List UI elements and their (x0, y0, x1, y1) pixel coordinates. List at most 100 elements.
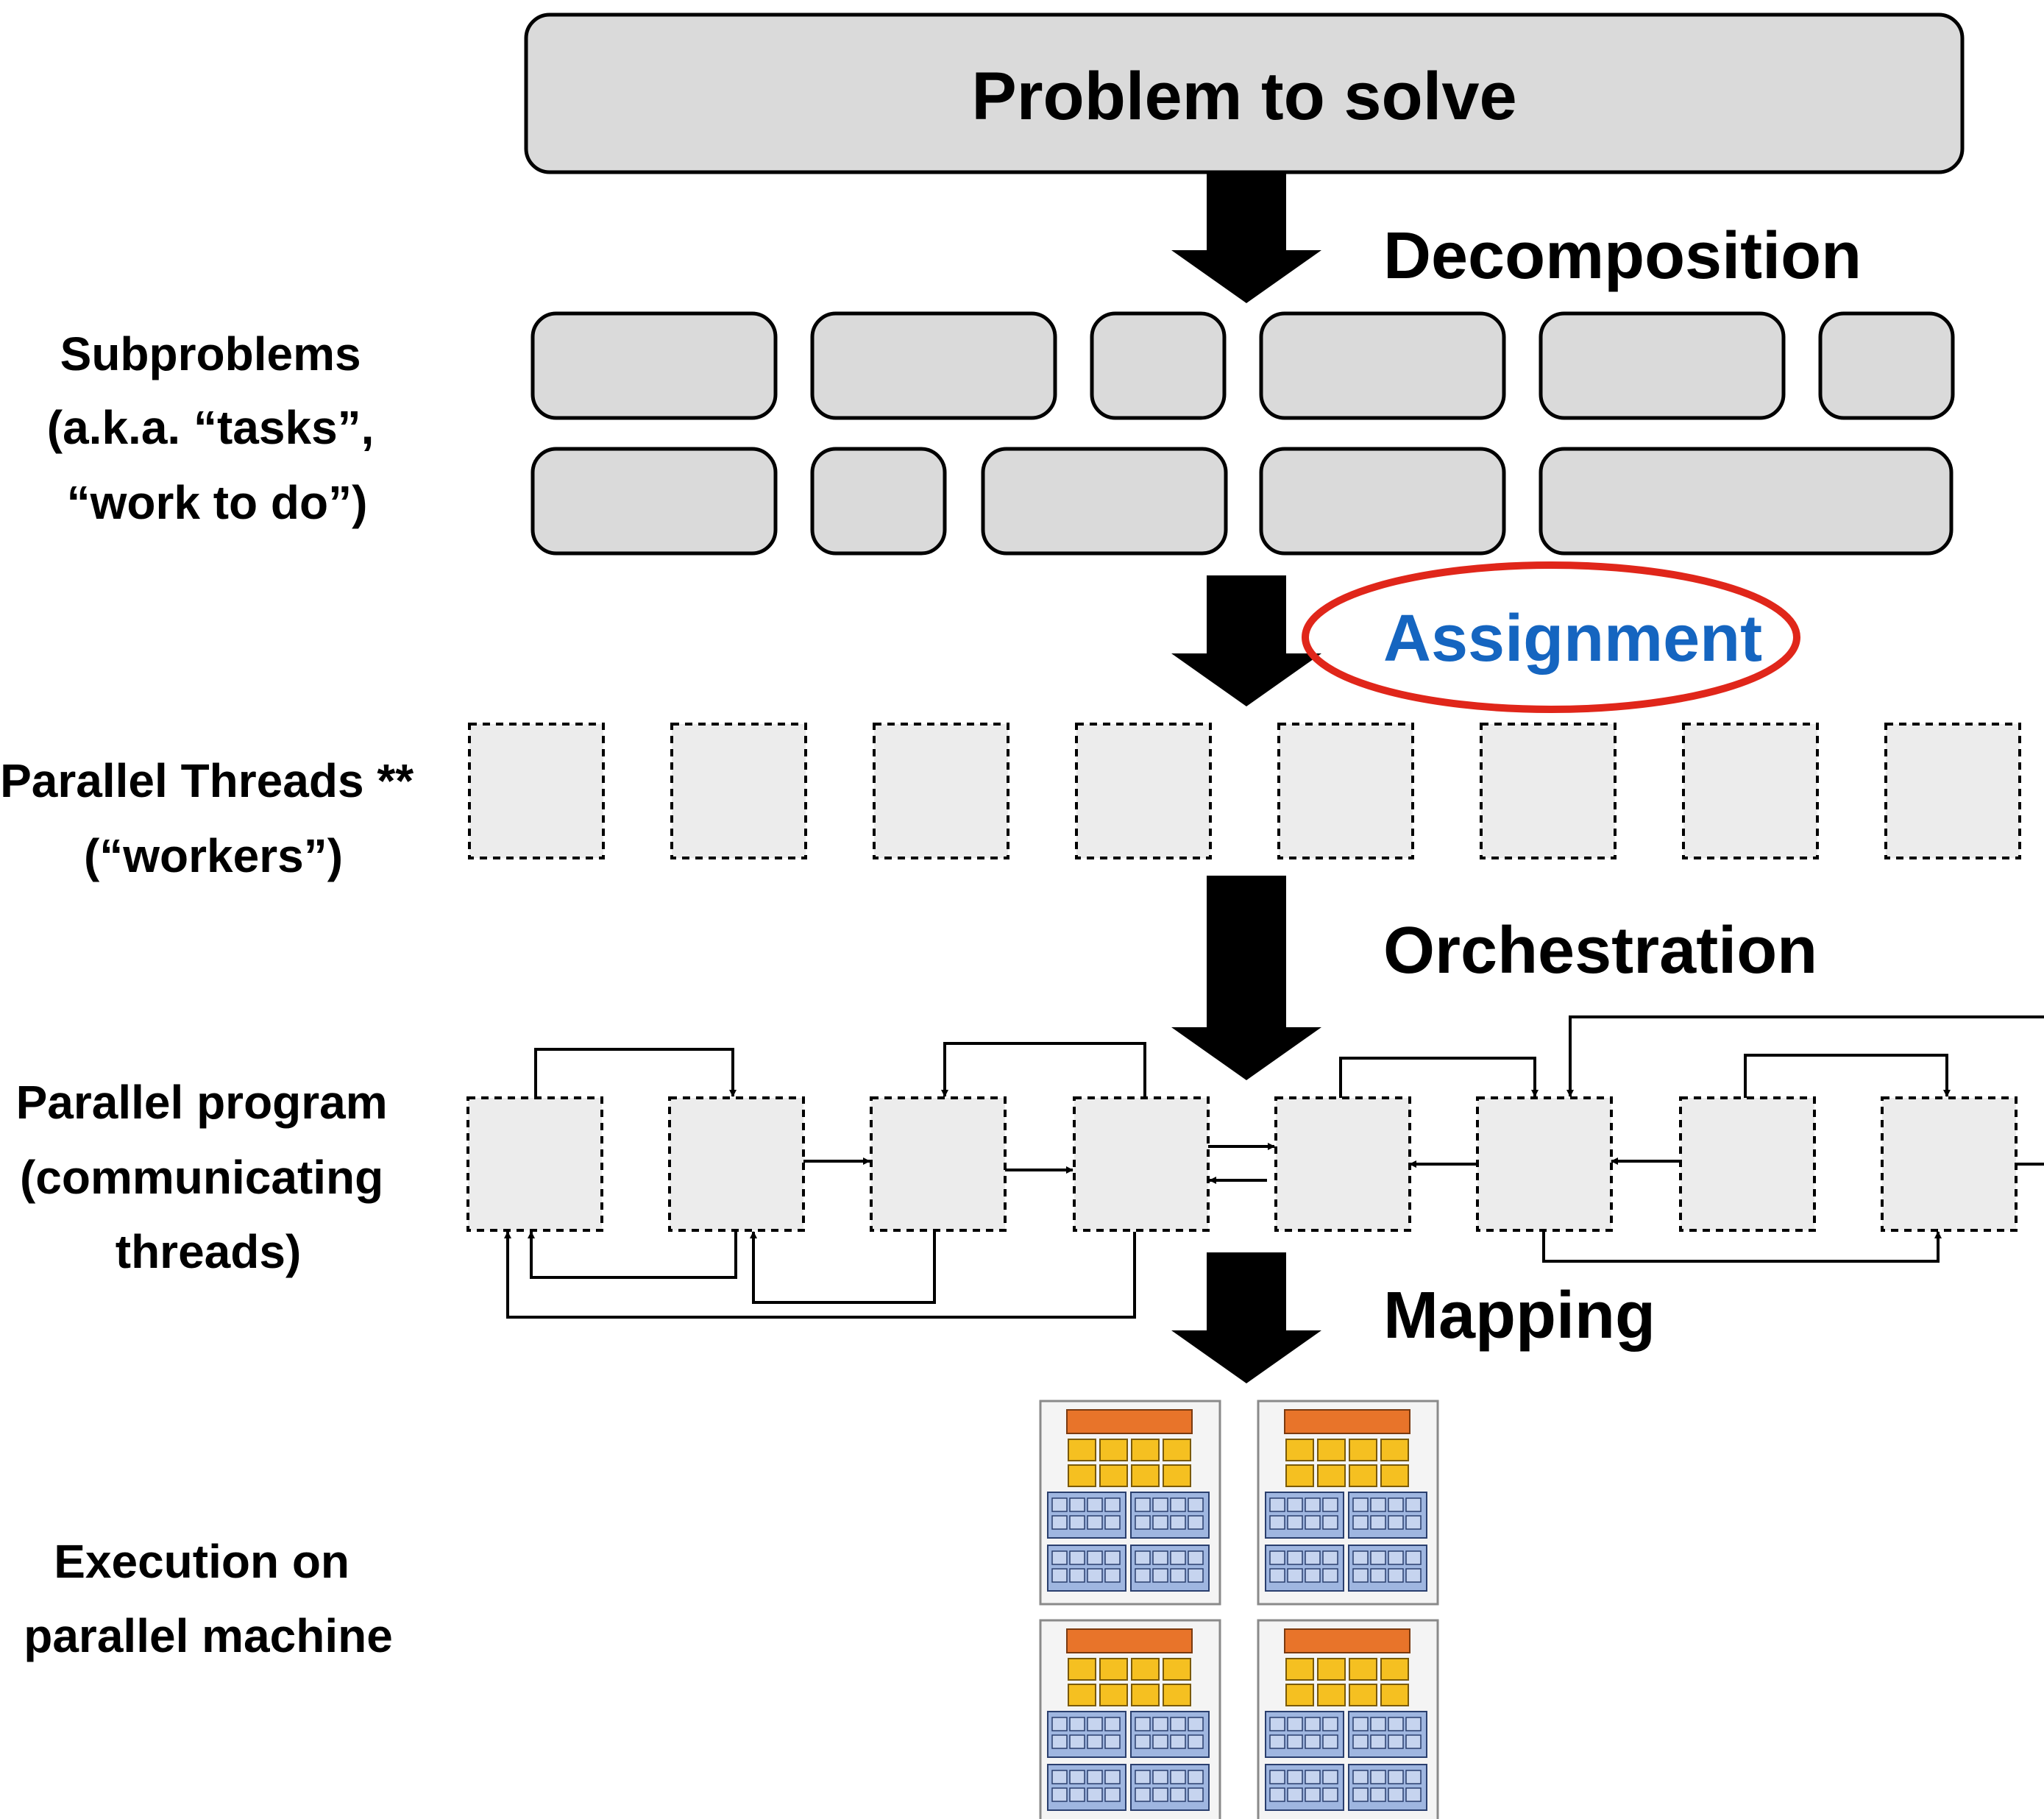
chip-core-cell (1069, 1497, 1085, 1512)
chip-core-cell (1388, 1770, 1404, 1784)
chip-core-cell (1104, 1717, 1121, 1731)
chip-core-cell (1135, 1770, 1151, 1784)
chip-yellow-cell (1285, 1464, 1314, 1487)
chip-yellow-cell (1099, 1464, 1128, 1487)
label-execution: Execution on parallel machine (24, 1535, 393, 1662)
chip-core-cell (1287, 1497, 1303, 1512)
chip-core-cell (1405, 1515, 1422, 1530)
program-thread-box (668, 1096, 805, 1232)
chip-core-cell (1287, 1550, 1303, 1565)
subproblem-box (981, 447, 1228, 556)
chip-core-cell (1287, 1734, 1303, 1749)
chip-core-cell (1322, 1550, 1338, 1565)
thread-box (468, 723, 605, 859)
problem-title: Problem to solve (971, 59, 1516, 134)
label-program-line: Parallel program (16, 1076, 388, 1129)
chip-core-cell (1287, 1568, 1303, 1583)
chip-core-cell (1405, 1787, 1422, 1802)
chip-yellow-cell (1317, 1439, 1346, 1461)
chip-core-cell (1170, 1770, 1186, 1784)
stage-orchestration: Orchestration (1383, 914, 1817, 987)
subproblem-box (1259, 311, 1506, 420)
chip-core-cell (1087, 1734, 1103, 1749)
chip-core-cell (1135, 1734, 1151, 1749)
program-thread-box (1881, 1096, 2018, 1232)
subproblem-box (810, 447, 947, 556)
chip-core-cell (1188, 1770, 1204, 1784)
chip-yellow-cell (1163, 1464, 1191, 1487)
thread-box (1682, 723, 1819, 859)
chip-core-cell (1152, 1770, 1168, 1784)
chip-core-cell (1269, 1734, 1285, 1749)
chip-core-cell (1051, 1734, 1068, 1749)
chip-core-cell (1388, 1515, 1404, 1530)
chip-core-cell (1269, 1717, 1285, 1731)
chip-core-cell (1305, 1568, 1321, 1583)
chip-yellow-cell (1099, 1684, 1128, 1706)
chip-core-cell (1051, 1515, 1068, 1530)
chip-core-cell (1370, 1550, 1386, 1565)
chip-yellow-cell (1285, 1658, 1314, 1681)
program-thread-box (1274, 1096, 1411, 1232)
chip-core-cell (1170, 1568, 1186, 1583)
chip-core-cell (1069, 1515, 1085, 1530)
chip-core-cell (1322, 1734, 1338, 1749)
cpu-chip-icon (1039, 1400, 1221, 1606)
chip-core-cell (1269, 1497, 1285, 1512)
label-subproblems-line: “work to do”) (67, 476, 368, 529)
subproblem-box (1818, 311, 1955, 420)
chip-yellow-cell (1163, 1658, 1191, 1681)
cpu-chip-icon (1257, 1400, 1439, 1606)
chip-yellow-cell (1068, 1658, 1096, 1681)
subproblem-box (1539, 447, 1953, 556)
down-arrow-icon (1171, 1252, 1321, 1383)
chip-core-cell (1104, 1770, 1121, 1784)
chip-core-cell (1170, 1787, 1186, 1802)
chip-core-cell (1352, 1787, 1369, 1802)
chip-core-cell (1135, 1717, 1151, 1731)
chip-core-cell (1405, 1770, 1422, 1784)
chip-core-cell (1104, 1734, 1121, 1749)
chip-yellow-cell (1380, 1658, 1409, 1681)
chip-core-cell (1170, 1717, 1186, 1731)
stage-mapping: Mapping (1383, 1279, 1656, 1352)
chip-core-cell (1305, 1770, 1321, 1784)
chip-core-cell (1305, 1787, 1321, 1802)
chip-yellow-cell (1131, 1684, 1160, 1706)
communication-arrow (528, 1231, 737, 1279)
chip-core-cell (1287, 1515, 1303, 1530)
chip-core-cell (1170, 1550, 1186, 1565)
chip-core-cell (1135, 1515, 1151, 1530)
chip-yellow-cell (1380, 1464, 1409, 1487)
chip-core-cell (1087, 1497, 1103, 1512)
chip-yellow-cell (1349, 1439, 1377, 1461)
chip-yellow-cell (1285, 1684, 1314, 1706)
chip-core-cell (1405, 1497, 1422, 1512)
subproblem-box (530, 311, 778, 420)
chip-orange-block (1284, 1409, 1410, 1434)
chip-core-cell (1135, 1550, 1151, 1565)
chip-core-cell (1352, 1497, 1369, 1512)
thread-box (670, 723, 807, 859)
chip-core-cell (1287, 1787, 1303, 1802)
chip-core-cell (1370, 1717, 1386, 1731)
label-threads: Parallel Threads ** (“workers”) (0, 754, 427, 882)
program-thread-box (1073, 1096, 1210, 1232)
chip-yellow-cell (1349, 1464, 1377, 1487)
chip-core-cell (1104, 1550, 1121, 1565)
chip-core-cell (1087, 1515, 1103, 1530)
label-program: Parallel program (communicating threads) (16, 1076, 401, 1278)
chip-yellow-cell (1380, 1439, 1409, 1461)
chip-core-cell (1352, 1770, 1369, 1784)
chip-orange-block (1066, 1628, 1193, 1653)
program-thread-box (1476, 1096, 1613, 1232)
chip-core-cell (1269, 1550, 1285, 1565)
chip-core-cell (1388, 1568, 1404, 1583)
chip-core-cell (1287, 1770, 1303, 1784)
chip-core-cell (1370, 1515, 1386, 1530)
chip-core-cell (1087, 1787, 1103, 1802)
chip-core-cell (1188, 1734, 1204, 1749)
chip-core-cell (1051, 1568, 1068, 1583)
chip-yellow-cell (1380, 1684, 1409, 1706)
chip-core-cell (1051, 1550, 1068, 1565)
